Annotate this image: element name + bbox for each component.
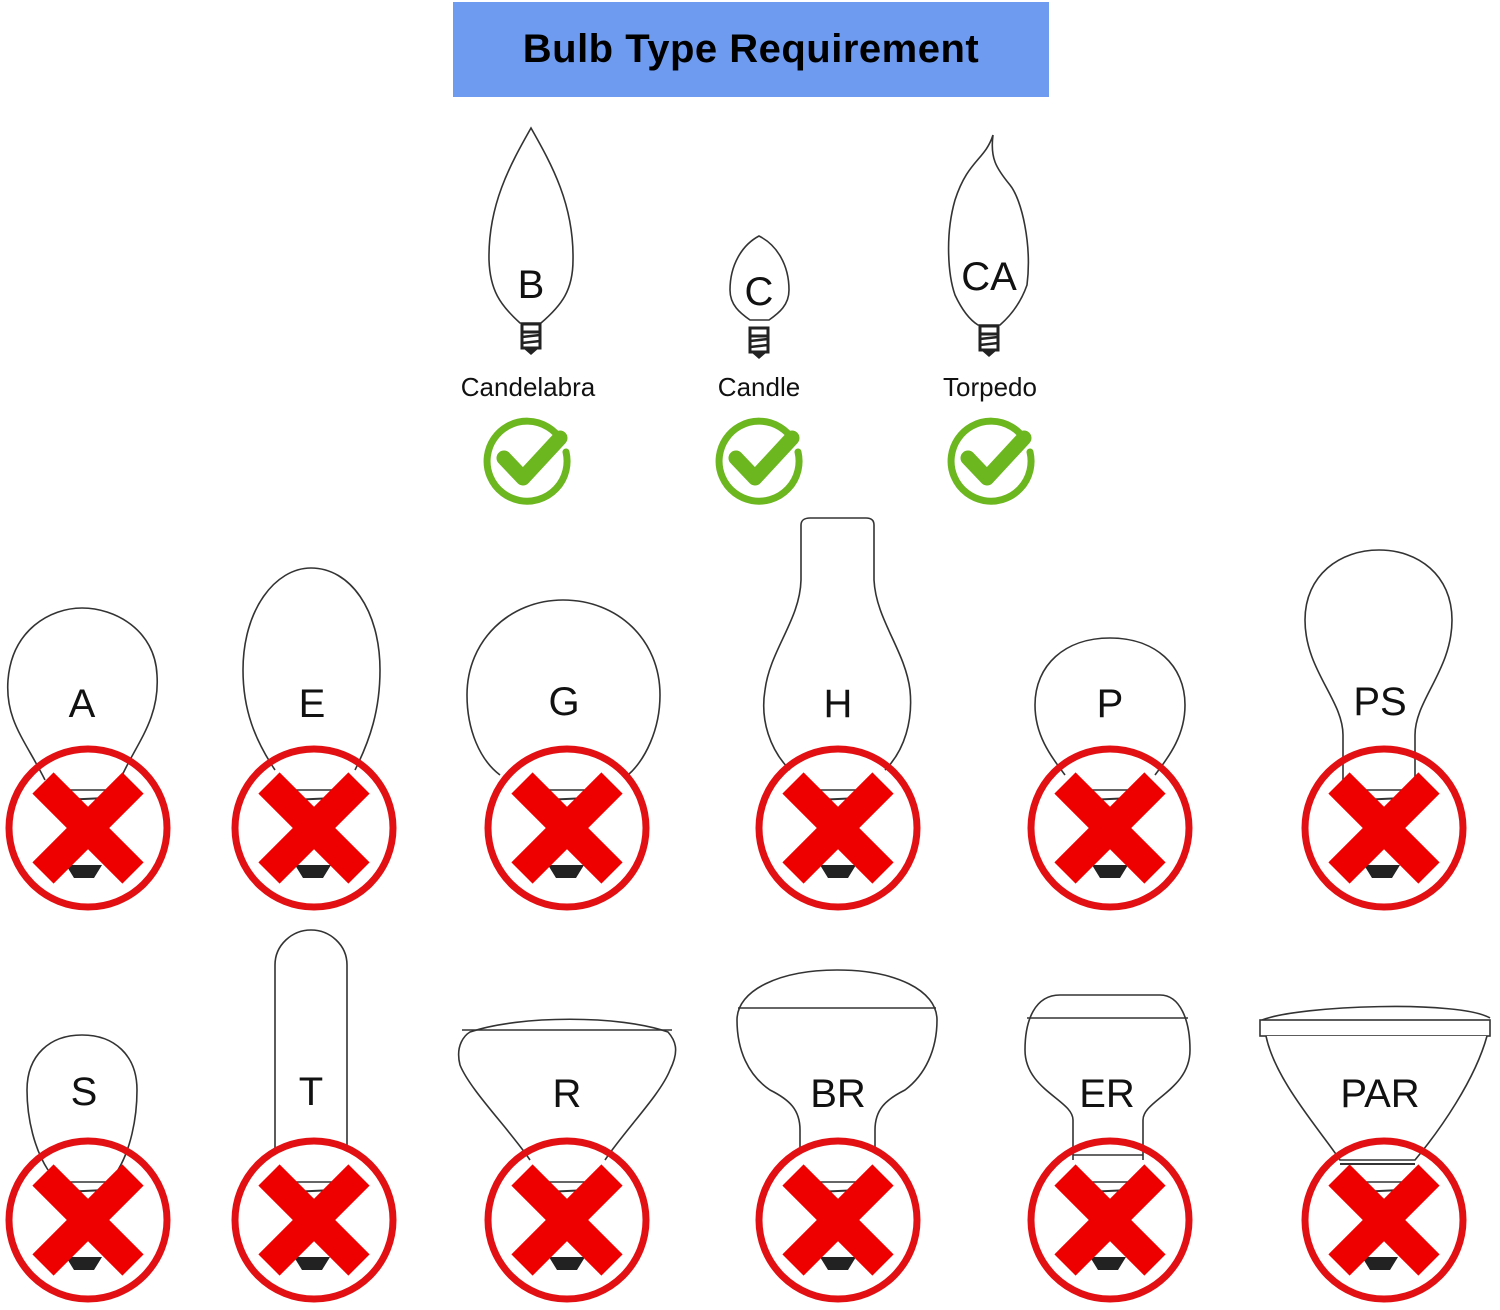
bulb-br: BR	[736, 969, 938, 1299]
bulb-code: R	[553, 1072, 582, 1116]
check-circle-icon	[719, 421, 799, 501]
x-circle-icon	[235, 749, 393, 907]
bulb-code: P	[1097, 682, 1124, 726]
bulb-er: ER	[1025, 994, 1190, 1299]
bulb-t: T	[235, 929, 393, 1299]
bulb-candelabra: B Candelabra	[461, 126, 596, 501]
bulb-code: T	[299, 1070, 323, 1114]
check-circle-icon	[951, 421, 1031, 501]
bulb-r: R	[457, 1018, 677, 1299]
bulb-name: Candelabra	[461, 372, 596, 402]
bulb-h: H	[759, 517, 917, 907]
bulb-code: PAR	[1340, 1072, 1419, 1116]
bulb-code: E	[299, 682, 326, 726]
bulb-candle: C Candle	[718, 235, 800, 501]
bulb-code: PS	[1353, 680, 1406, 724]
bulb-code: CA	[961, 255, 1017, 299]
bulb-torpedo: CA Torpedo	[943, 134, 1037, 501]
bulb-ps: PS	[1305, 549, 1463, 907]
bulb-code: A	[69, 682, 96, 726]
title-banner: Bulb Type Requirement	[453, 2, 1049, 97]
bulb-a: A	[8, 607, 167, 907]
x-circle-icon	[235, 1141, 393, 1299]
bulb-p: P	[1031, 637, 1189, 907]
x-circle-icon	[759, 749, 917, 907]
bulb-code: C	[745, 270, 774, 314]
bulb-e: E	[235, 567, 393, 907]
check-circle-icon	[487, 421, 567, 501]
bulb-par: PAR	[1259, 1005, 1491, 1299]
bulb-g: G	[466, 599, 660, 907]
bulb-s: S	[9, 1034, 167, 1299]
bulb-name: Torpedo	[943, 372, 1037, 402]
x-circle-icon	[759, 1141, 917, 1299]
bulb-code: G	[548, 680, 579, 724]
bulb-code: H	[824, 682, 853, 726]
x-circle-icon	[1031, 1141, 1189, 1299]
bulb-name: Candle	[718, 372, 800, 402]
bulb-code: ER	[1079, 1072, 1135, 1116]
page-title: Bulb Type Requirement	[522, 27, 980, 71]
bulb-code: S	[71, 1070, 98, 1114]
x-circle-icon	[488, 1141, 646, 1299]
bulb-code: BR	[810, 1072, 866, 1116]
bulb-code: B	[518, 263, 545, 307]
